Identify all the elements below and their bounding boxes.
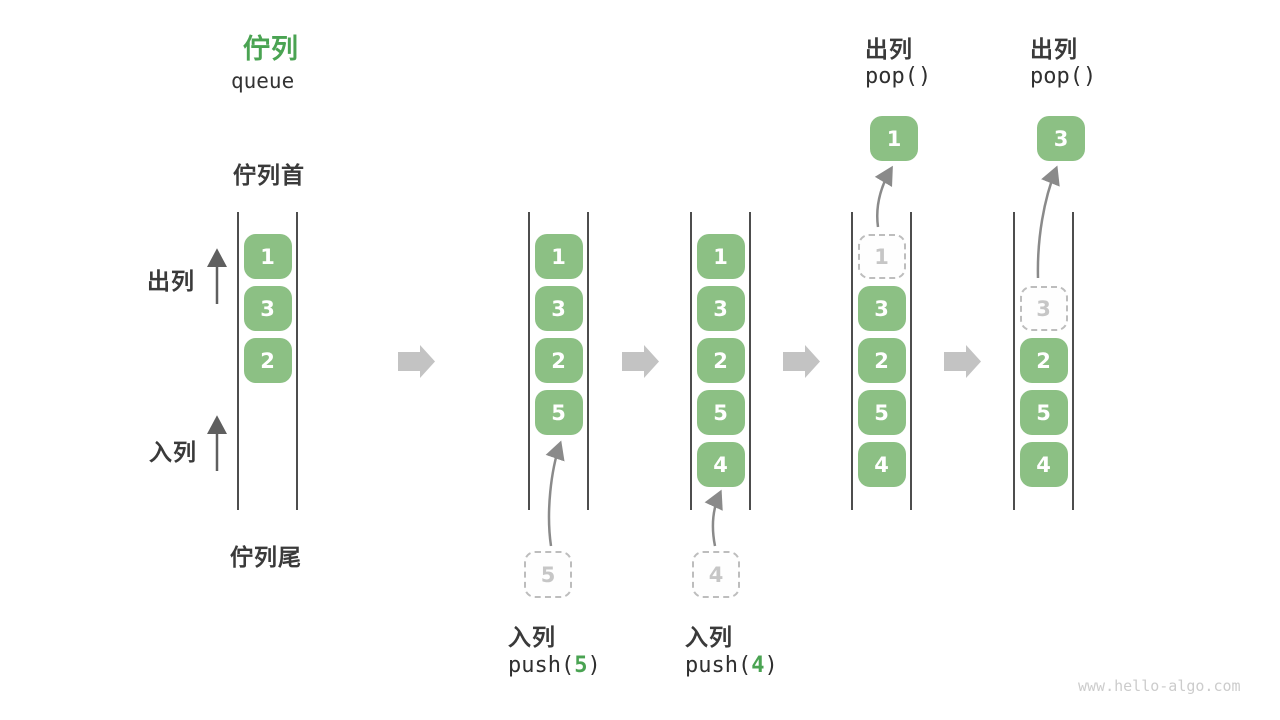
queue-cell: 4 — [696, 442, 745, 487]
queue-cell: 3 — [534, 286, 583, 331]
queue-cell: 5 — [1019, 390, 1068, 435]
enqueue-op-label: 入列 — [508, 624, 556, 650]
queue-state-1-container — [237, 212, 298, 510]
queue-cell: 5 — [857, 390, 906, 435]
push-code-label: push(5) — [508, 653, 601, 678]
pop-code-label: pop() — [1030, 64, 1097, 89]
queue-cell: 1 — [696, 234, 745, 279]
incoming-ghost-cell: 4 — [692, 551, 740, 598]
popped-value-cell: 1 — [870, 116, 918, 161]
state-transition-arrow — [398, 345, 435, 378]
queue-cell: 3 — [857, 286, 906, 331]
queue-rear-label: 佇列尾 — [230, 544, 302, 570]
queue-state-5-container — [1013, 212, 1074, 510]
queue-cell: 1 — [534, 234, 583, 279]
enqueue-side-label: 入列 — [149, 439, 197, 465]
queue-front-label: 佇列首 — [233, 162, 305, 188]
popped-value-cell: 3 — [1037, 116, 1085, 161]
push-fn-text: push( — [508, 653, 575, 678]
queue-cell: 5 — [534, 390, 583, 435]
queue-cell: 3 — [696, 286, 745, 331]
state-transition-arrow — [944, 345, 981, 378]
push-close-paren: ) — [764, 653, 778, 678]
push-fn-text: push( — [685, 653, 752, 678]
queue-cell: 5 — [696, 390, 745, 435]
pop-code-label: pop() — [865, 64, 932, 89]
dequeue-side-label: 出列 — [147, 268, 195, 294]
diagram-title-zh: 佇列 — [243, 34, 299, 64]
diagram-title-en: queue — [231, 69, 295, 93]
queue-cell: 4 — [1019, 442, 1068, 487]
queue-state-2-container — [528, 212, 589, 510]
queue-cell: 1 — [243, 234, 292, 279]
queue-cell: 2 — [243, 338, 292, 383]
state-transition-arrow — [783, 345, 820, 378]
ghost-cell: 3 — [1019, 286, 1068, 331]
watermark: www.hello-algo.com — [1078, 677, 1241, 695]
enqueue-op-label: 入列 — [685, 624, 733, 650]
dequeue-op-label: 出列 — [865, 36, 913, 62]
queue-cell: 2 — [857, 338, 906, 383]
queue-cell: 2 — [534, 338, 583, 383]
incoming-ghost-cell: 5 — [524, 551, 572, 598]
ghost-cell: 1 — [857, 234, 906, 279]
queue-state-3-container — [690, 212, 751, 510]
state-transition-arrow — [622, 345, 659, 378]
push-arg-value: 4 — [751, 653, 765, 678]
dequeue-op-label: 出列 — [1030, 36, 1078, 62]
push-close-paren: ) — [587, 653, 601, 678]
queue-cell: 4 — [857, 442, 906, 487]
queue-cell: 2 — [1019, 338, 1068, 383]
push-arg-value: 5 — [574, 653, 588, 678]
queue-cell: 2 — [696, 338, 745, 383]
push-code-label: push(4) — [685, 653, 778, 678]
queue-cell: 3 — [243, 286, 292, 331]
queue-state-4-container — [851, 212, 912, 510]
